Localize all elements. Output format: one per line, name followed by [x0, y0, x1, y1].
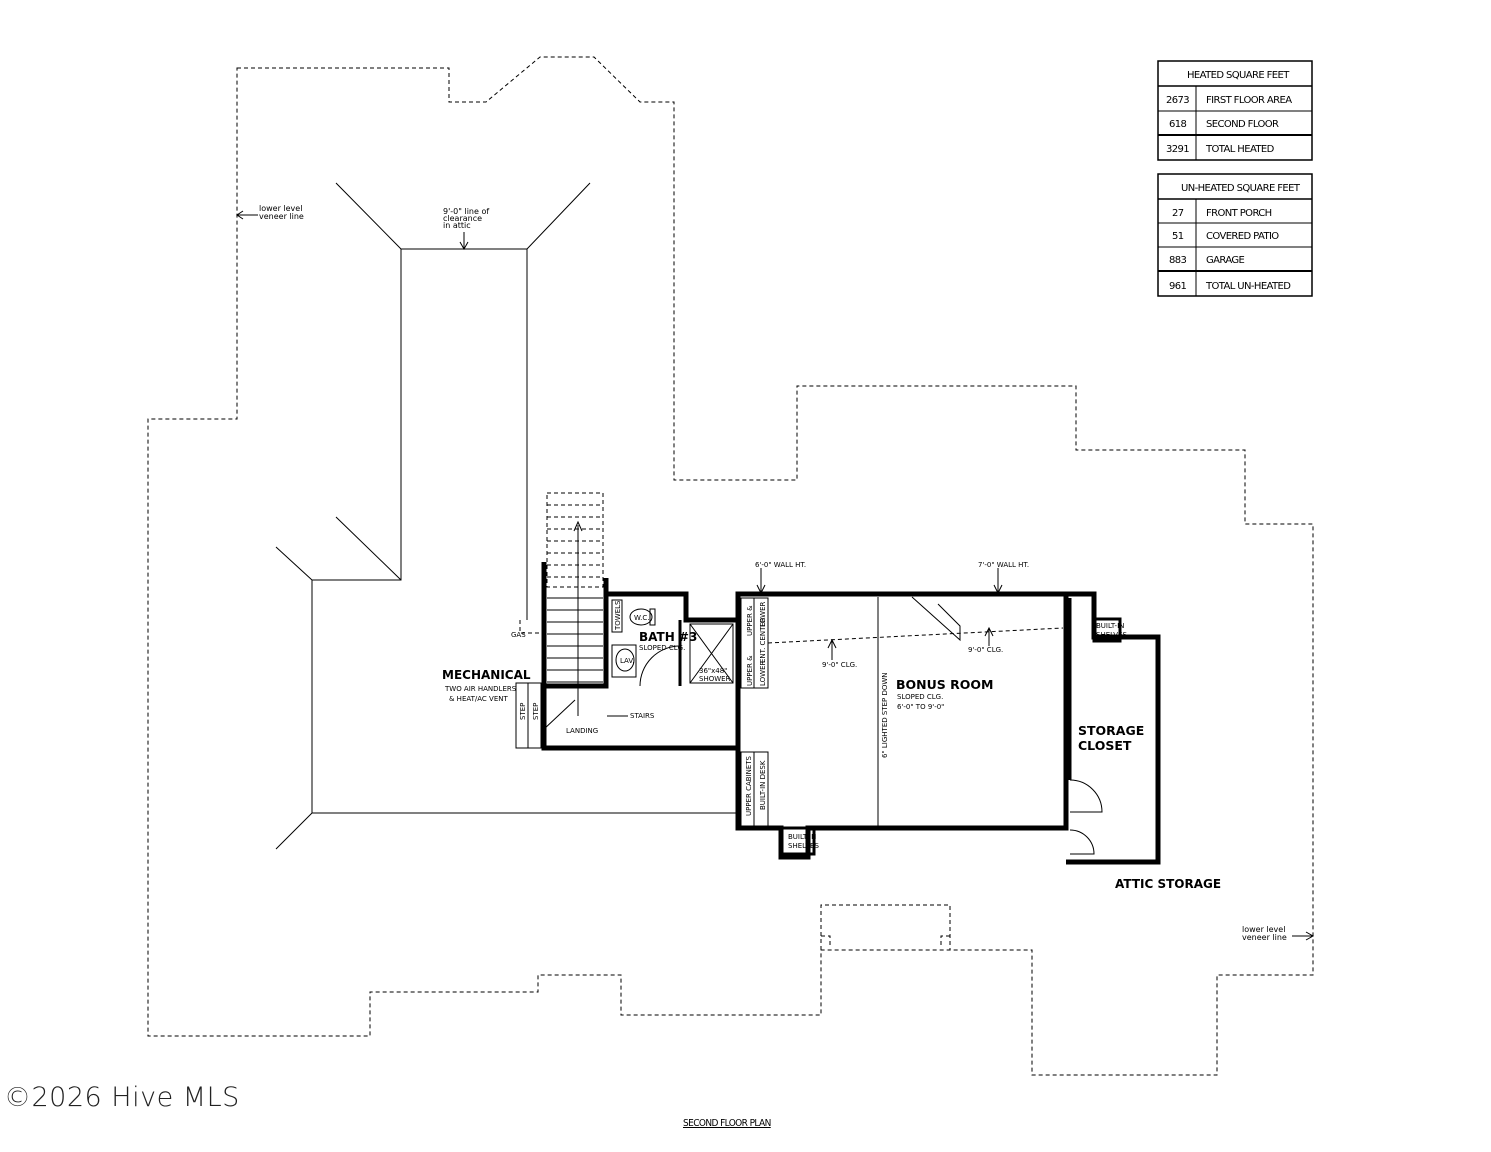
towels-label: TOWELS: [614, 600, 622, 631]
attic-clearance-label-1: 9'-0" line of: [443, 207, 489, 216]
bonus-room-label: BONUS ROOM: [896, 677, 993, 692]
mechanical-sub-2: & HEAT/AC VENT: [449, 695, 508, 703]
upper-lower-label-3: UPPER &: [746, 655, 754, 686]
shower-box: [689, 623, 734, 684]
heated-row-1-label: FIRST FLOOR AREA: [1206, 95, 1292, 106]
heated-table-title: HEATED SQUARE FEET: [1187, 70, 1290, 81]
gas-label: GAS: [511, 631, 526, 639]
bath-door-swing: [639, 645, 681, 687]
unheated-row-1-value: 27: [1172, 208, 1184, 219]
unheated-row-2-label: COVERED PATIO: [1206, 231, 1279, 242]
wc-toilet: [629, 608, 653, 626]
storage-closet-label-2: CLOSET: [1078, 738, 1132, 753]
unheated-row-2-value: 51: [1172, 231, 1184, 242]
lower-level-label-left-2: veneer line: [259, 212, 304, 221]
upper-cabinets-label: UPPER CABINETS: [745, 755, 753, 816]
attic-diagonal-1: [335, 516, 402, 581]
unheated-row-4-value: 961: [1169, 281, 1187, 292]
slope-hatch: [911, 596, 961, 642]
stair-bath-walls: [541, 562, 738, 751]
step-down-block: [515, 682, 542, 749]
heated-row-2-value: 618: [1169, 119, 1187, 130]
built-in-desk-label: BUILT-IN DESK: [759, 760, 767, 810]
towels-bar: [611, 599, 623, 633]
attic-clearance-label-2: clearance: [443, 214, 482, 223]
storage-door-top: [1069, 779, 1103, 813]
ceiling-9-label-b: 9'-0" CLG.: [968, 646, 1003, 654]
unheated-row-1-label: FRONT PORCH: [1206, 208, 1272, 219]
bay-notch-right: [940, 935, 950, 946]
attic-diagonal-2: [275, 546, 313, 581]
built-in-shelves-box-bottom: [779, 826, 816, 856]
stairs-label: STAIRS: [630, 712, 655, 720]
lower-level-label-right-1: lower level: [1242, 925, 1285, 934]
lighted-step-label: 6" LIGHTED STEP DOWN: [881, 672, 889, 758]
upper-lower-label-4: LOWER: [759, 660, 767, 686]
ent-center-label: ENT. CENTER: [759, 617, 767, 663]
lower-level-label-left-1: lower level: [259, 204, 302, 213]
lav-label: LAV.: [620, 657, 635, 665]
lower-level-label-right-2: veneer line: [1242, 933, 1287, 942]
bath-3-label: BATH #3: [639, 630, 697, 644]
lav-counter: [611, 644, 637, 678]
wc-tank: [649, 608, 656, 626]
wall-height-7-label: 7'-0" WALL HT.: [978, 561, 1029, 569]
bath-walls: [606, 591, 738, 623]
wall-height-6-label: 6'-0" WALL HT.: [755, 561, 806, 569]
attic-storage-label: ATTIC STORAGE: [1115, 877, 1221, 891]
heated-row-3-value: 3291: [1166, 144, 1189, 155]
landing-door-swing: [542, 699, 576, 731]
heated-row-1-value: 2673: [1166, 95, 1189, 106]
shower-size-label: 36"x48": [699, 667, 727, 675]
ceiling-slope-line: [767, 627, 1064, 644]
lower-level-veneer-outline: [147, 56, 1314, 1076]
step-label-2: STEP: [532, 703, 540, 720]
step-label-1: STEP: [519, 703, 527, 720]
mechanical-sub-1: TWO AIR HANDLERS: [444, 685, 517, 693]
bath-sloped-label: SLOPED CLG.: [639, 644, 685, 652]
bonus-room-height-label: 6'-0" TO 9'-0": [897, 703, 944, 711]
mechanical-label: MECHANICAL: [442, 668, 531, 682]
upper-lower-label-1: UPPER &: [746, 605, 754, 636]
bonus-room-sloped-label: SLOPED CLG.: [897, 693, 943, 701]
built-in-shelves-bottom-1: BUILT-IN: [788, 833, 816, 841]
lav-sink: [615, 648, 635, 672]
bay-notch-left: [821, 935, 831, 946]
built-in-shelves-box-top: [1092, 617, 1122, 643]
storage-door-bottom: [1069, 829, 1095, 855]
stair-treads: [546, 492, 604, 716]
mls-watermark: ©2026 Hive MLS: [4, 1082, 240, 1113]
plan-caption: SECOND FLOOR PLAN: [683, 1118, 771, 1129]
landing-label: LANDING: [566, 727, 598, 735]
gas-line: [519, 620, 547, 634]
unheated-square-feet-table: UN-HEATED SQUARE FEET 27 FRONT PORCH 51 …: [1157, 173, 1313, 297]
stair-outer-wall: [543, 578, 609, 689]
wc-label: W.C.: [634, 614, 649, 622]
built-in-shelves-bottom-2: SHELVES: [788, 842, 819, 850]
attic-diagonal-3: [275, 812, 313, 850]
bottom-bay-outline: [820, 904, 951, 950]
bonus-room-walls: [735, 591, 1069, 860]
built-in-shelves-top-2: SHELVES: [1096, 631, 1127, 639]
shower-label: SHOWER: [699, 675, 731, 683]
unheated-row-3-value: 883: [1169, 255, 1187, 266]
heated-row-3-label: TOTAL HEATED: [1205, 144, 1275, 155]
unheated-row-4-label: TOTAL UN-HEATED: [1205, 281, 1291, 292]
heated-row-2-label: SECOND FLOOR: [1206, 119, 1279, 130]
upper-lower-label-2: LOWER: [759, 601, 767, 627]
storage-walls: [1066, 591, 1161, 865]
attic-clearance-label-3: in attic: [443, 221, 471, 230]
unheated-row-3-label: GARAGE: [1206, 255, 1245, 266]
built-in-shelves-top-1: BUILT-IN: [1096, 622, 1124, 630]
storage-closet-label-1: STORAGE: [1078, 723, 1144, 738]
unheated-table-title: UN-HEATED SQUARE FEET: [1181, 183, 1301, 194]
heated-square-feet-table: HEATED SQUARE FEET 2673 FIRST FLOOR AREA…: [1157, 60, 1313, 161]
ceiling-9-label-a: 9'-0" CLG.: [822, 661, 857, 669]
leader-arrows: [236, 210, 1315, 941]
